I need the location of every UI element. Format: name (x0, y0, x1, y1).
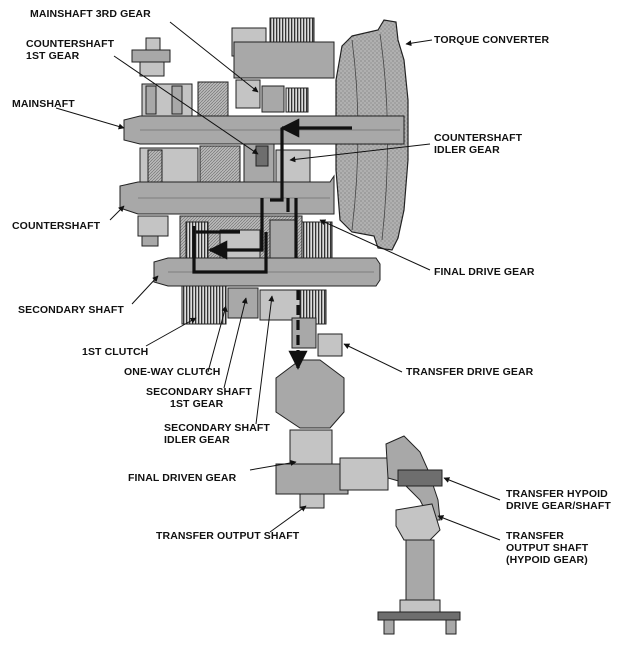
label-mainshaft: MAINSHAFT (12, 98, 75, 110)
label-countershaft: COUNTERSHAFT (12, 220, 101, 232)
differential-housing (275, 317, 349, 509)
label-transfer-output-shaft: TRANSFER OUTPUT SHAFT (156, 530, 300, 542)
label-transfer-hypoid-drive-gear-shaft: TRANSFER HYPOID DRIVE GEAR/SHAFT (506, 488, 611, 512)
label-final-driven-gear: FINAL DRIVEN GEAR (128, 472, 237, 484)
label-one-way-clutch: ONE-WAY CLUTCH (124, 366, 221, 378)
mainshaft-shape (123, 115, 405, 145)
label-countershaft-idler-gear: COUNTERSHAFT IDLER GEAR (434, 132, 523, 156)
label-secondary-shaft-idler-gear: SECONDARY SHAFT IDLER GEAR (164, 422, 270, 446)
transfer-hypoid-assembly (339, 435, 443, 521)
label-transfer-drive-gear: TRANSFER DRIVE GEAR (406, 366, 534, 378)
label-transfer-output-shaft-hypoid-gear: TRANSFER OUTPUT SHAFT (HYPOID GEAR) (506, 530, 589, 566)
power-flow-path (192, 118, 352, 370)
middle-gear-row (139, 143, 311, 185)
leader-lines (55, 21, 501, 541)
label-mainshaft-3rd-gear: MAINSHAFT 3RD GEAR (30, 8, 151, 20)
label-secondary-shaft-1st-gear: SECONDARY SHAFT 1ST GEAR (146, 386, 252, 410)
upper-gear-cluster (141, 17, 335, 117)
label-torque-converter: TORQUE CONVERTER (434, 34, 550, 46)
idler-stub (131, 37, 171, 77)
label-1st-clutch: 1ST CLUTCH (82, 346, 149, 358)
transfer-output-shaft-shape (377, 503, 461, 635)
label-final-drive-gear: FINAL DRIVE GEAR (434, 266, 535, 278)
label-countershaft-1st-gear: COUNTERSHAFT 1ST GEAR (26, 38, 115, 62)
label-secondary-shaft: SECONDARY SHAFT (18, 304, 124, 316)
